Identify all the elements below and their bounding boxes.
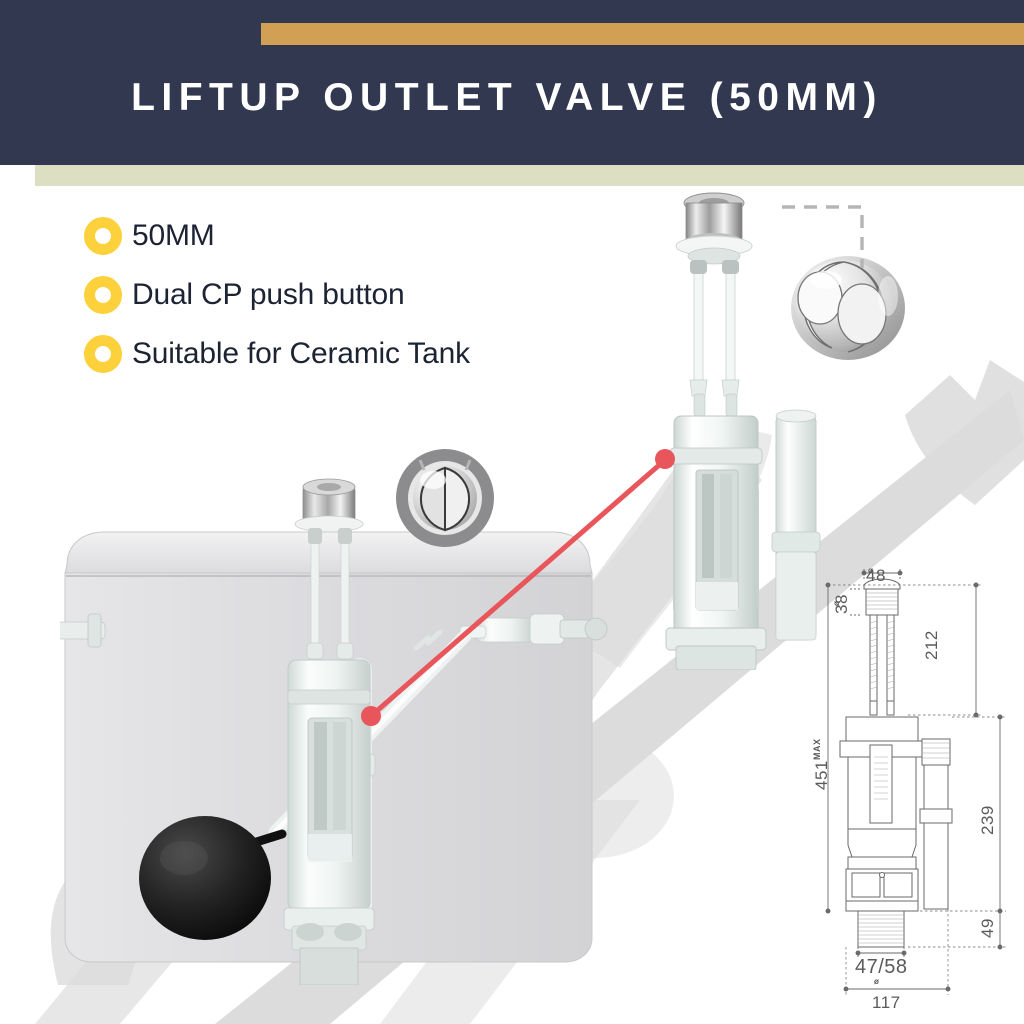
page-title: LIFTUP OUTLET VALVE (50MM) <box>131 76 883 119</box>
feature-item-1: 50MM <box>84 206 644 265</box>
dim-4758-value: 47/58 <box>855 956 908 978</box>
dim-117-value: 117 <box>872 993 901 1012</box>
dim-48-value: 48 <box>866 566 886 585</box>
dim-239-value: 239 <box>978 805 997 835</box>
header-accent-bar <box>261 23 1024 45</box>
feature-list: 50MM Dual CP push button Suitable for Ce… <box>84 206 644 383</box>
bullet-ring-icon <box>84 334 122 373</box>
overflow-tube <box>771 409 821 641</box>
feature-item-3: Suitable for Ceramic Tank <box>84 324 644 383</box>
feature-item-2: Dual CP push button <box>84 265 644 324</box>
dim-451-value: 451 <box>812 760 831 790</box>
dim-4758-symbol: ø <box>874 977 880 986</box>
technical-dimension-drawing <box>825 569 1006 995</box>
dim-48-symbol: ø <box>868 566 874 575</box>
dual-cp-push-button-on-lid <box>396 449 494 547</box>
dim-49-value: 49 <box>978 918 997 938</box>
feature-label: Dual CP push button <box>132 277 405 311</box>
liftup-outlet-valve-in-tank <box>283 478 375 985</box>
dual-cp-push-button-callout <box>791 256 905 360</box>
ceramic-tank-illustration <box>60 449 608 985</box>
header-secondary-band <box>35 165 1024 186</box>
valve-body <box>669 415 763 639</box>
feature-label: Suitable for Ceramic Tank <box>132 336 470 370</box>
chrome-cap <box>675 192 753 265</box>
dim-212-value: 212 <box>922 630 941 660</box>
dim-451-prefix: MAX <box>812 738 822 761</box>
liftup-outlet-valve-product <box>665 192 821 670</box>
tank-bolt-left <box>60 613 106 648</box>
valve-seat-cage <box>665 627 767 670</box>
lift-rods <box>689 260 740 417</box>
feature-label: 50MM <box>132 218 215 252</box>
dim-38-symbol: ø <box>832 600 841 606</box>
bullet-ring-icon <box>84 216 122 255</box>
float-ball <box>139 816 287 940</box>
bullet-ring-icon <box>84 275 122 314</box>
